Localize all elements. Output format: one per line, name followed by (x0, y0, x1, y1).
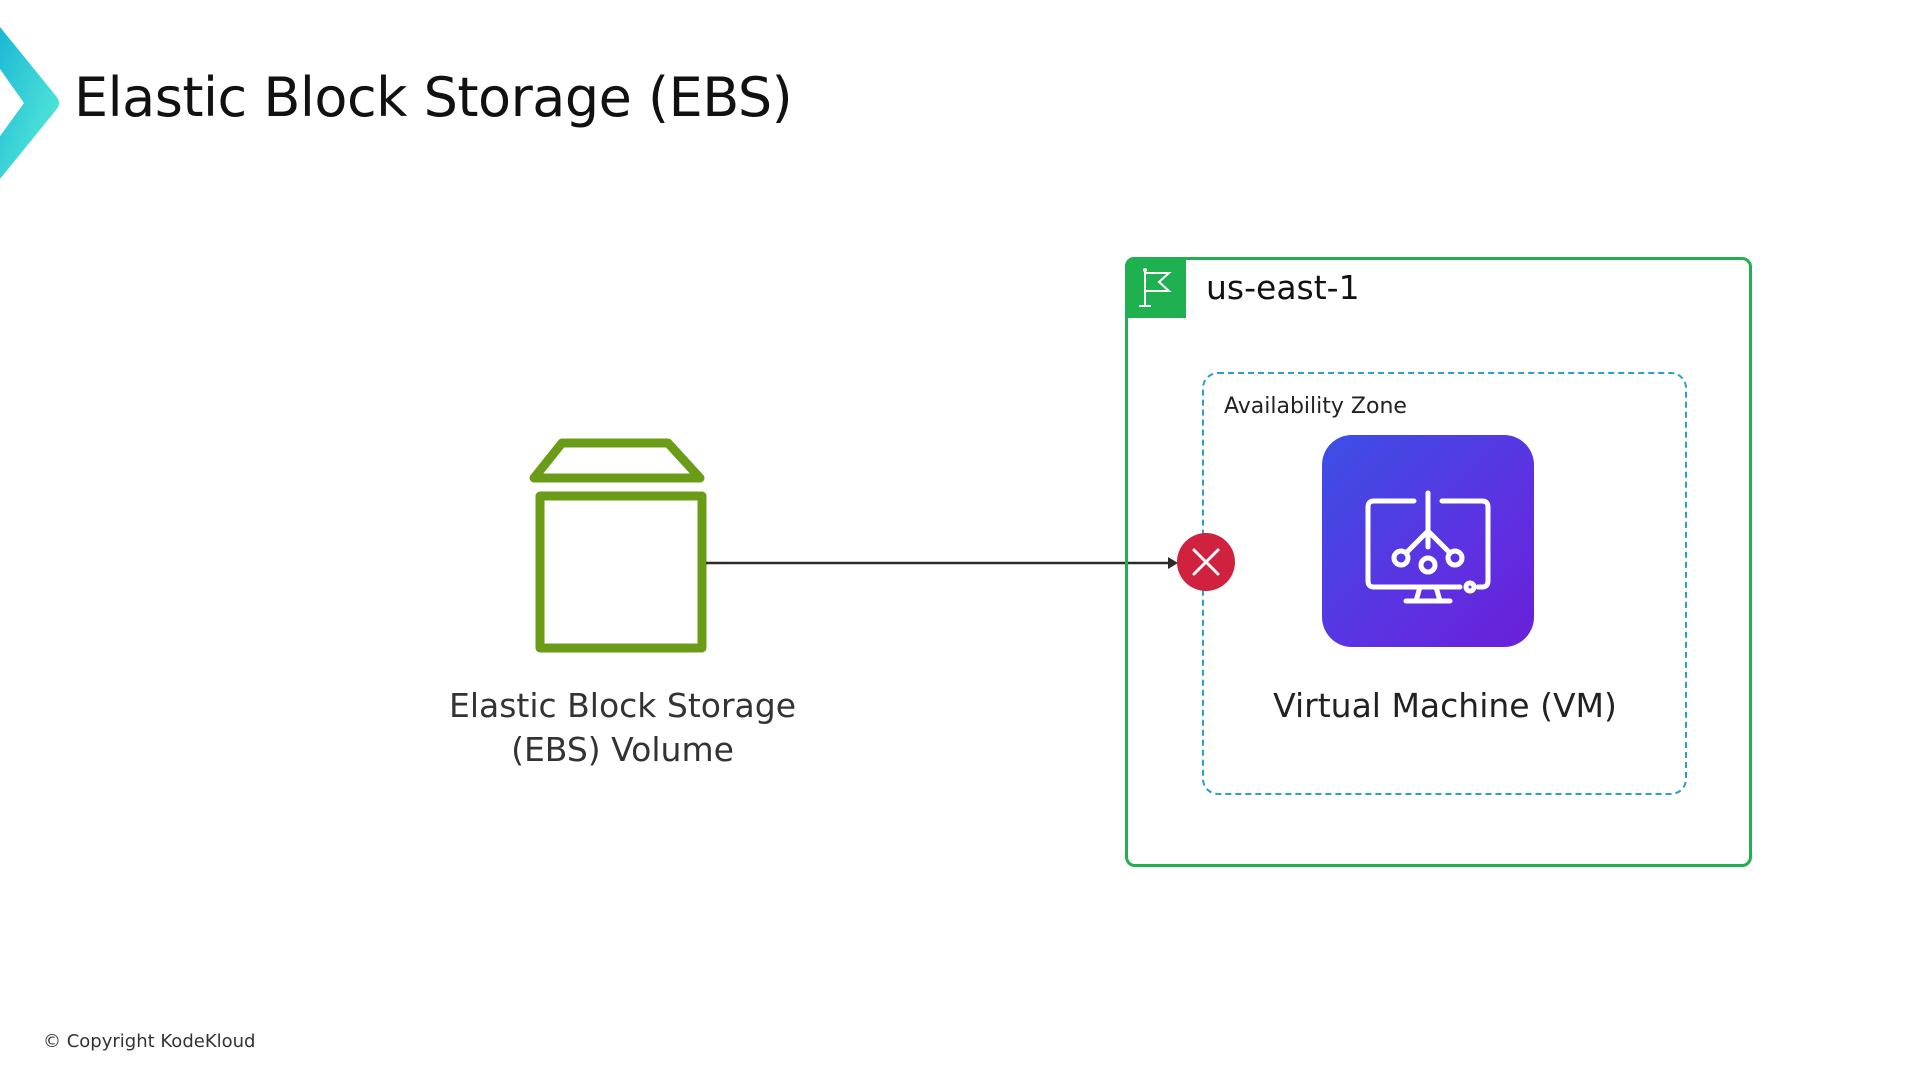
brand-chevron-icon (0, 27, 59, 179)
region-flag-badge (1125, 257, 1186, 318)
ebs-volume-label: Elastic Block Storage (EBS) Volume (420, 684, 825, 772)
flag-icon (1139, 268, 1172, 307)
ebs-label-line-1: Elastic Block Storage (448, 686, 797, 725)
ebs-label-line-2: (EBS) Volume (511, 730, 734, 769)
monitor-network-icon (1365, 490, 1491, 604)
virtual-machine-node[interactable] (1322, 435, 1534, 647)
connection-error-badge[interactable] (1177, 533, 1235, 591)
region-label: us-east-1 (1206, 268, 1360, 307)
availability-zone-label: Availability Zone (1224, 394, 1407, 419)
copyright-footer: © Copyright KodeKloud (43, 1031, 256, 1052)
arrow-head-icon (1168, 557, 1178, 569)
virtual-machine-label: Virtual Machine (VM) (1273, 686, 1617, 725)
error-x-icon (1192, 548, 1220, 576)
slide-title: Elastic Block Storage (EBS) (74, 66, 793, 129)
region-container: us-east-1 (1125, 257, 1752, 867)
storage-box-icon (529, 438, 707, 653)
